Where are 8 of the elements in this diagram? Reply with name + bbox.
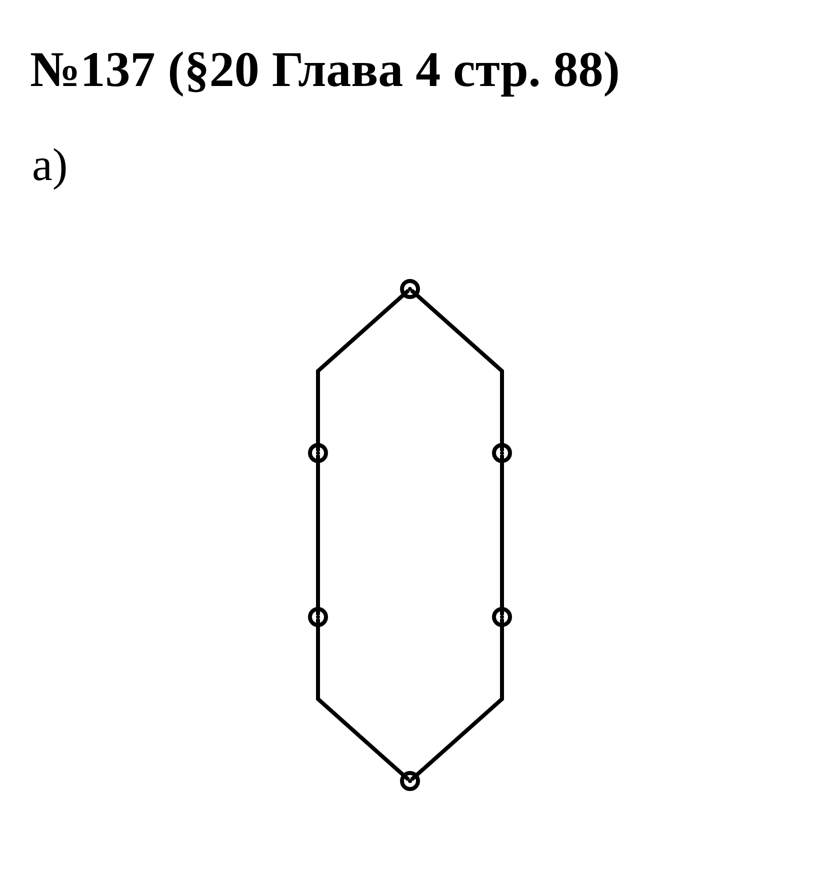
connector: [316, 619, 410, 782]
connector: [410, 619, 504, 782]
part-label: а): [32, 138, 68, 191]
title: №137 (§20 Глава 4 стр. 88): [30, 40, 620, 98]
connector: [316, 288, 410, 451]
connector: [316, 455, 320, 615]
connector: [500, 455, 504, 615]
connector: [410, 288, 504, 451]
